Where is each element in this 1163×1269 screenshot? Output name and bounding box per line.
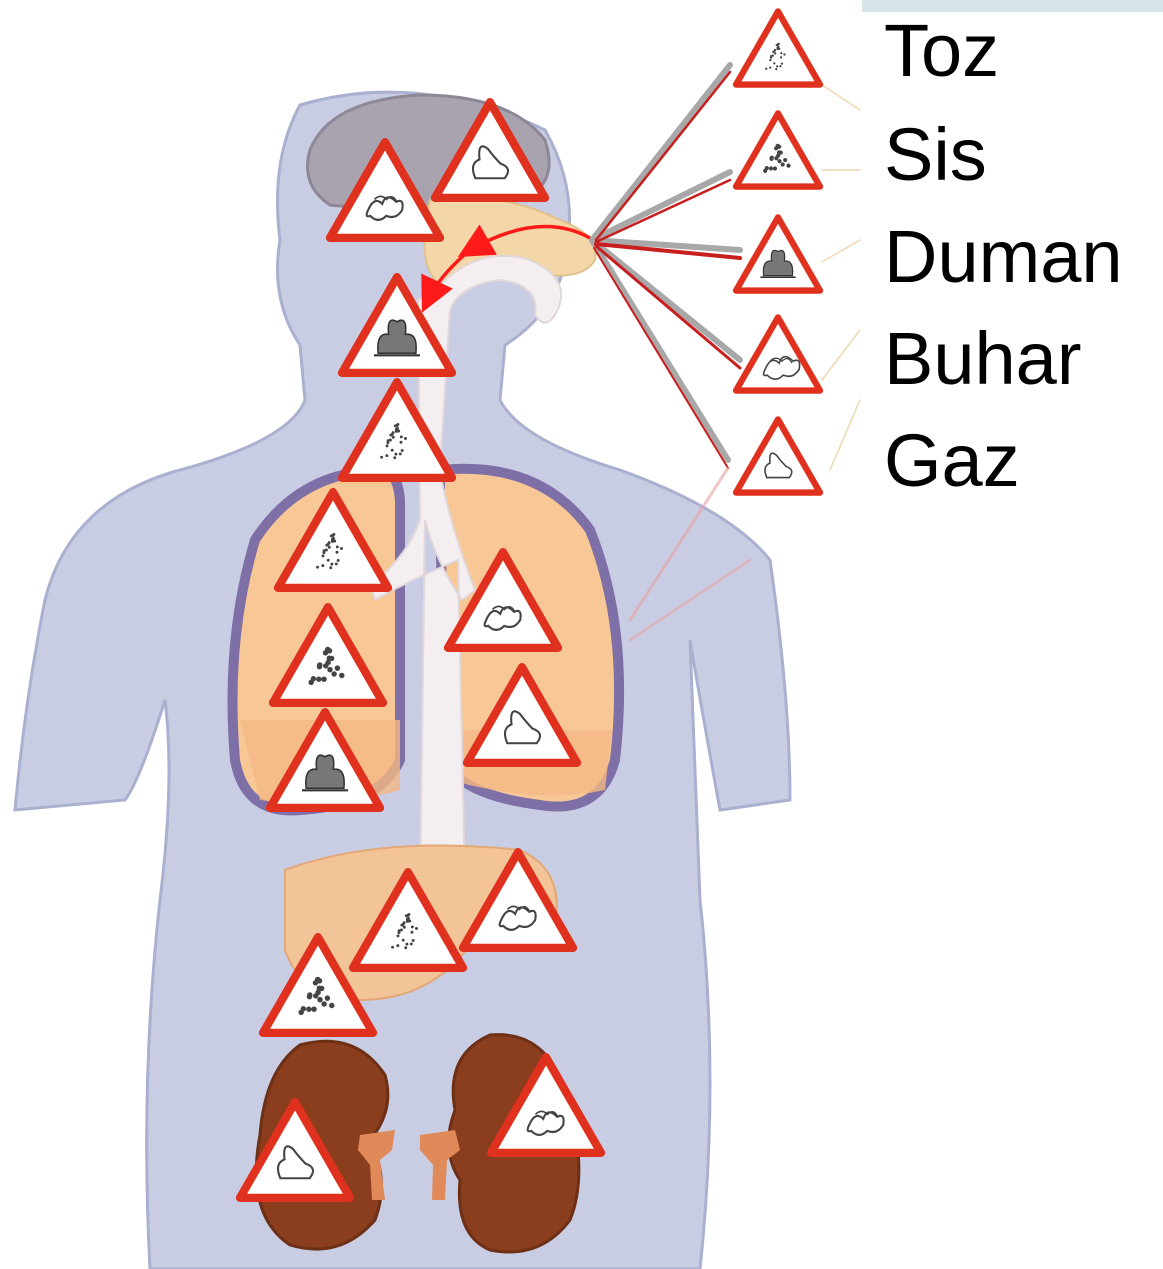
gas-warning-icon [736,419,820,492]
mist-warning-icon [736,113,820,186]
smoke-warning-icon [736,217,820,290]
dust-warning-icon [736,11,820,84]
vapor-warning-icon [736,317,820,390]
legend-label-toz: Toz [884,14,999,88]
legend-label-sis: Sis [884,118,987,192]
legend-label-buhar: Buhar [884,322,1081,396]
legend-label-gaz: Gaz [884,424,1020,498]
legend-label-duman: Duman [884,220,1123,294]
